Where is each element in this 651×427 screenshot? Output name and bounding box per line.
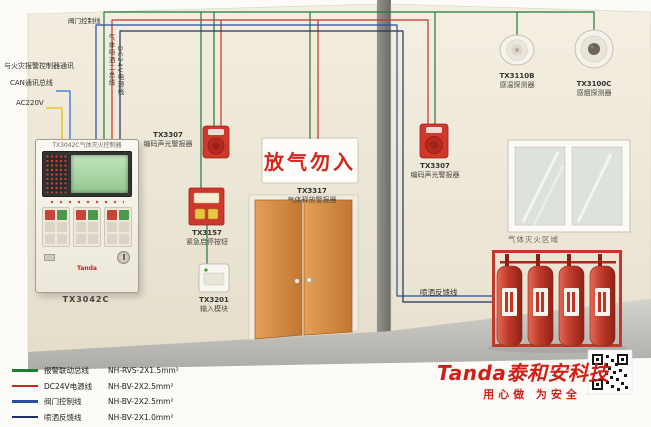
legend-row: 喷洒反馈线 NH-BV-2X1.0mm² [12, 412, 179, 423]
alarm-right-name: 编码声光警报器 [410, 171, 460, 180]
wire-can-bus [56, 90, 71, 139]
alarm-left-name: 编码声光警报器 [143, 140, 193, 149]
release-sign-model: TX3317 [297, 187, 327, 195]
legend-row: DC24V电源线 NH-BV-2X2.5mm² [12, 381, 179, 392]
legend-spec: NH-BV-2X2.5mm² [108, 397, 174, 406]
corner-column [377, 0, 391, 333]
panel-lcd-screen [71, 155, 128, 193]
gas-cylinder [558, 254, 585, 347]
legend-row: 阀门控制线 NH-BV-2X2.5mm² [12, 396, 179, 407]
wiring-legend: 报警联动总线 NH-RVS-2X1.5mm² DC24V电源线 NH-BV-2X… [12, 365, 179, 427]
alarm-right-label: TX3307 编码声光警报器 [405, 162, 465, 180]
legend-label: 阀门控制线 [44, 397, 82, 406]
brand-logo: Tanda泰和安科技 [437, 361, 609, 385]
panel-button-group [42, 207, 70, 247]
wire-alarm-bus [103, 11, 595, 139]
legend-label: 喷洒反馈线 [44, 412, 82, 422]
emergency-button-name: 紧急启停按钮 [186, 238, 228, 247]
panel-button-group [104, 207, 132, 247]
input-module-model: TX3201 [199, 296, 229, 304]
window [507, 139, 631, 233]
fire-alarm-comm-label: 与火灾报警控制器通讯 [4, 62, 74, 70]
heat-detector-name: 感温探测器 [499, 81, 535, 90]
panel-model-label: TX3042C [62, 295, 110, 304]
legend-label: 报警联动总线 [44, 366, 89, 375]
wire-dc24v [111, 19, 429, 139]
gas-cylinder-rack [487, 250, 627, 353]
gas-release-sign-text: 放气勿入 [264, 150, 356, 174]
emergency-button-label: TX3157 紧急启停按钮 [177, 229, 237, 247]
smoke-detector-model: TX3100C [576, 80, 612, 88]
door-handle-left [294, 278, 300, 284]
smoke-detector-device [574, 29, 614, 69]
input-module-label: TX3201 输入模块 [184, 296, 244, 314]
legend-spec: NH-BV-2X2.5mm² [108, 381, 174, 391]
wire-spray-feedback [119, 30, 494, 303]
qr-code [587, 349, 633, 395]
panel-brand-label: Tanda [77, 265, 97, 272]
input-module-name: 输入模块 [200, 305, 228, 314]
panel-indicator-leds [50, 200, 124, 204]
valve-control-line-label: 阀门控制线 [68, 17, 101, 25]
panel-led-matrix [46, 155, 68, 193]
gas-extinguishing-control-panel: TX3042C气体灭火控制器 Tanda [35, 139, 139, 293]
gas-release-bus-label: 气体喷洒二总线 [107, 34, 115, 87]
release-sign-label: TX3317 气体释放警报器 [282, 187, 342, 205]
panel-header-label: TX3042C气体灭火控制器 [52, 142, 122, 149]
wire-ac220v [46, 107, 63, 139]
dc24v-line-label: DC24V电源线 [116, 46, 124, 96]
alarm-left-model: TX3307 [153, 131, 183, 139]
emergency-button-model: TX3157 [192, 229, 222, 237]
can-bus-label: CAN通讯总线 [10, 79, 53, 87]
smoke-detector-label: TX3100C 感烟探测器 [564, 80, 624, 98]
panel-switch [44, 253, 55, 261]
ac220v-label: AC220V [16, 99, 44, 107]
panel-button-group [73, 207, 101, 247]
legend-spec: NH-RVS-2X1.5mm² [108, 366, 179, 375]
alarm-left-label: TX3307 编码声光警报器 [140, 131, 196, 149]
panel-display [42, 151, 132, 197]
release-sign-name: 气体释放警报器 [287, 196, 337, 205]
gas-cylinder [496, 254, 523, 347]
alarm-right-model: TX3307 [420, 162, 450, 170]
panel-key-switch [117, 250, 130, 264]
smoke-detector-name: 感烟探测器 [576, 89, 612, 98]
legend-spec: NH-BV-2X1.0mm² [108, 412, 174, 422]
double-door [248, 194, 359, 341]
emergency-start-stop-button [188, 187, 225, 226]
sounder-strobe-left [202, 125, 230, 159]
legend-row: 报警联动总线 NH-RVS-2X1.5mm² [12, 365, 179, 376]
input-module [198, 263, 230, 293]
heat-detector-model: TX3110B [499, 72, 535, 80]
brand-slogan: 用心做 为安全 [483, 388, 581, 401]
heat-detector-label: TX3110B 感温探测器 [487, 72, 547, 90]
gas-cylinder [527, 254, 554, 347]
legend-swatch-blue [12, 400, 38, 403]
wire-valve-control [95, 24, 492, 297]
spray-feedback-line-label: 喷洒反馈线 [420, 288, 458, 297]
panel-button-area [42, 207, 132, 247]
legend-swatch-navy [12, 415, 38, 419]
extinguishing-zone-label: 气体灭火区域 [508, 235, 559, 244]
sounder-strobe-right [419, 123, 449, 159]
legend-swatch-green [12, 369, 38, 372]
door-handle-right [306, 277, 312, 283]
gas-cylinder [589, 254, 616, 347]
legend-label: DC24V电源线 [44, 381, 93, 391]
legend-swatch-red [12, 384, 38, 388]
floor [28, 299, 651, 370]
heat-detector-device [499, 34, 535, 66]
